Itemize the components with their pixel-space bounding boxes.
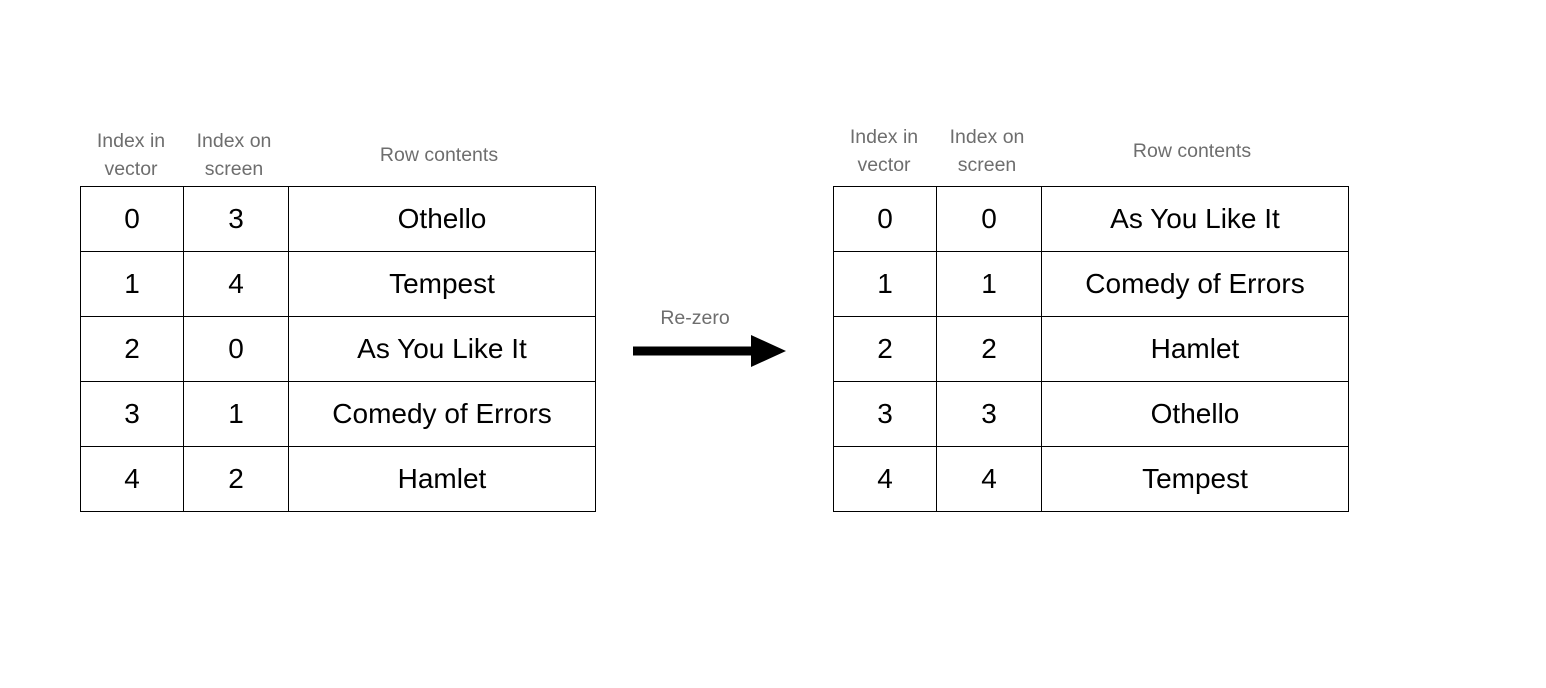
table-row: 0 0 As You Like It (833, 186, 1349, 252)
cell-row-contents: Othello (1041, 381, 1349, 447)
after-table-group: Index in vector Index on screen Row cont… (833, 124, 1349, 512)
before-table: 0 3 Othello 1 4 Tempest 2 0 As You Like … (80, 186, 596, 512)
cell-row-contents: Comedy of Errors (288, 381, 596, 447)
cell-index-on-screen: 0 (936, 186, 1042, 252)
cell-index-in-vector: 3 (833, 381, 937, 447)
before-table-headers: Index in vector Index on screen Row cont… (80, 124, 596, 186)
column-header-index-on-screen: Index on screen (949, 125, 1025, 176)
cell-index-in-vector: 1 (80, 251, 184, 317)
table-row: 0 3 Othello (80, 186, 596, 252)
table-row: 1 1 Comedy of Errors (833, 251, 1349, 317)
table-row: 1 4 Tempest (80, 251, 596, 317)
cell-index-on-screen: 3 (936, 381, 1042, 447)
arrow-label: Re-zero (660, 307, 730, 329)
cell-row-contents: As You Like It (1041, 186, 1349, 252)
cell-index-in-vector: 3 (80, 381, 184, 447)
table-row: 2 2 Hamlet (833, 316, 1349, 382)
cell-index-in-vector: 2 (80, 316, 184, 382)
cell-index-on-screen: 4 (936, 446, 1042, 512)
cell-index-on-screen: 1 (183, 381, 289, 447)
after-table: 0 0 As You Like It 1 1 Comedy of Errors … (833, 186, 1349, 512)
right-arrow-icon (633, 335, 786, 368)
cell-index-in-vector: 0 (833, 186, 937, 252)
table-row: 4 2 Hamlet (80, 446, 596, 512)
cell-row-contents: Hamlet (288, 446, 596, 512)
cell-index-in-vector: 1 (833, 251, 937, 317)
cell-index-on-screen: 3 (183, 186, 289, 252)
cell-row-contents: Tempest (1041, 446, 1349, 512)
after-table-headers: Index in vector Index on screen Row cont… (833, 120, 1349, 182)
cell-index-in-vector: 4 (80, 446, 184, 512)
column-header-row-contents: Row contents (379, 143, 499, 166)
cell-row-contents: As You Like It (288, 316, 596, 382)
table-row: 3 3 Othello (833, 381, 1349, 447)
cell-index-in-vector: 2 (833, 316, 937, 382)
table-row: 3 1 Comedy of Errors (80, 381, 596, 447)
column-header-index-on-screen: Index on screen (196, 129, 272, 180)
cell-index-on-screen: 4 (183, 251, 289, 317)
cell-index-on-screen: 1 (936, 251, 1042, 317)
cell-index-in-vector: 4 (833, 446, 937, 512)
before-table-group: Index in vector Index on screen Row cont… (80, 124, 596, 512)
cell-index-on-screen: 2 (936, 316, 1042, 382)
column-header-row-contents: Row contents (1132, 139, 1252, 162)
cell-row-contents: Othello (288, 186, 596, 252)
cell-index-on-screen: 2 (183, 446, 289, 512)
cell-index-in-vector: 0 (80, 186, 184, 252)
table-row: 4 4 Tempest (833, 446, 1349, 512)
table-row: 2 0 As You Like It (80, 316, 596, 382)
column-header-index-in-vector: Index in vector (96, 129, 166, 180)
cell-row-contents: Tempest (288, 251, 596, 317)
cell-row-contents: Comedy of Errors (1041, 251, 1349, 317)
column-header-index-in-vector: Index in vector (849, 125, 919, 176)
cell-row-contents: Hamlet (1041, 316, 1349, 382)
re-zero-arrow-group: Re-zero (633, 307, 787, 369)
cell-index-on-screen: 0 (183, 316, 289, 382)
